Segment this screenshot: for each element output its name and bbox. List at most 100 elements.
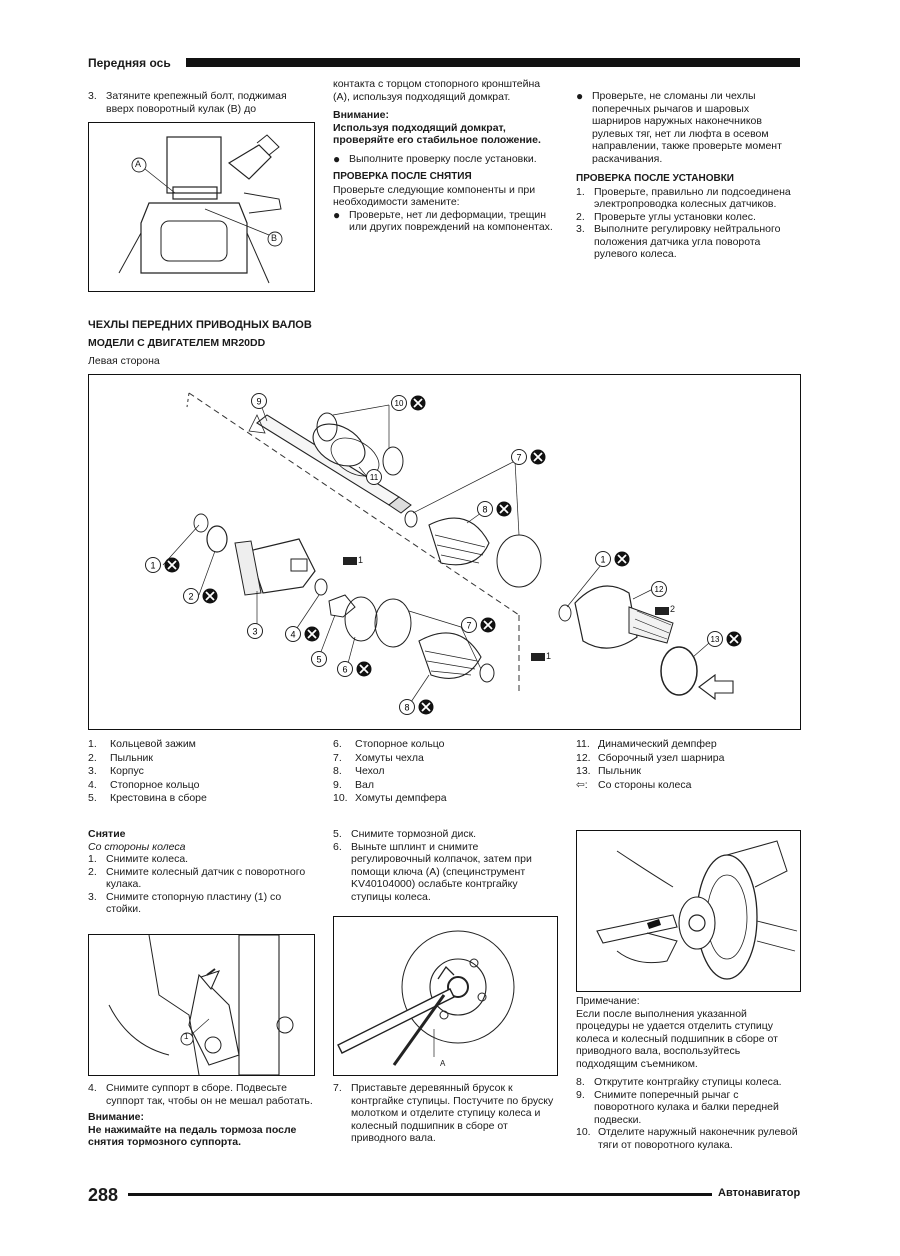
svg-text:1: 1 [150,561,155,571]
step-item: 2.Снимите колесный датчик с поворотного … [88,865,306,891]
bullet-item: ●Проверьте, нет ли деформации, трещин ил… [333,207,553,234]
svg-text:8: 8 [482,505,487,515]
legend-item: 4.Стопорное кольцо [88,778,200,791]
legend-item: 11.Динамический демпфер [576,738,717,750]
bullet-icon: ● [333,207,341,222]
section-header-title: Передняя ось [88,56,171,70]
callout-b: B [271,233,278,243]
svg-text:2: 2 [188,592,193,602]
knuckle-jack-illustration [118,134,283,284]
figure-hub-nut-wrench: A [333,916,558,1076]
step-item: 1.Проверьте, правильно ли подсоединена э… [576,185,791,211]
step-item: 10.Отделите наружный наконечник рулевой … [576,1126,798,1151]
grease-mark-1-label: 1 [358,555,364,565]
callout-4: 4 [284,625,324,648]
legend-col-1: 1.Кольцевой зажим 2.Пыльник 3.Корпус 4.С… [88,738,308,806]
callout-7-top: 7 [510,448,550,471]
top-step-3: 3. Затяните крепежный болт, поджимая вве… [88,90,316,115]
step-item: 6.Выньте шплинт и снимите регулировочный… [333,840,532,903]
legend-item: 10.Хомуты демпфера [333,792,447,804]
removal-step-4-block: 4.Снимите суппорт в сборе. Подвесьте суп… [88,1082,314,1149]
bullet-item: ●Проверьте, не сломаны ли чехлы поперечн… [576,89,782,165]
legend-item: 5.Крестовина в сборе [88,792,207,804]
legend-item: 3.Корпус [88,765,144,777]
removal-title: Снятие [88,828,126,840]
svg-text:12: 12 [655,585,664,594]
step-item: 3.Снимите стопорную пластину (1) со стой… [88,890,282,916]
legend-item: ⇦:Со стороны колеса [576,778,692,791]
figure-lock-plate: 1 [88,934,315,1076]
section-text: Проверьте следующие компоненты и при нео… [333,183,536,209]
section-check-after-install: ПРОВЕРКА ПОСЛЕ УСТАНОВКИ [576,173,734,184]
removal-col-1: Снятие Со стороны колеса 1.Снимите колес… [88,828,314,916]
section-subtitle: МОДЕЛИ С ДВИГАТЕЛЕМ MR20DD [88,337,266,349]
legend-col-2: 6.Стопорное кольцо 7.Хомуты чехла 8.Чехо… [333,738,557,806]
legend-item: 8.Чехол [333,765,385,777]
publisher-brand: Автонавигатор [718,1187,801,1199]
hub-nut-wrench-illustration [337,930,515,1066]
svg-text:6: 6 [342,665,347,675]
callout-7-bottom: 7 [460,616,500,639]
callout-11: 11 [365,468,383,491]
step-item: 7.Приставьте деревянный брусок к контрга… [333,1082,554,1144]
step-item: 3.Выполните регулировку нейтрального пол… [576,223,781,260]
exploded-diagram [88,374,801,730]
callout-5: 5 [310,650,328,673]
callout-2: 2 [182,587,222,610]
lock-plate-illustration [108,934,294,1076]
callout-1-right: 1 [594,550,634,573]
callout-9: 9 [250,392,268,415]
svg-text:9: 9 [256,397,261,407]
svg-text:8: 8 [404,703,409,713]
step-number: 3. [88,90,97,102]
callout-a-wrench: A [440,1059,446,1068]
legend-item: 7.Хомуты чехла [333,751,424,764]
legend-item: 13.Пыльник [576,765,641,777]
header-rule [186,58,800,67]
legend-col-3: 11.Динамический демпфер 12.Сборочный узе… [576,738,800,792]
warning-title: Внимание: [333,109,389,121]
step-item: 4.Снимите суппорт в сборе. Подвесьте суп… [88,1082,313,1107]
side-label: Левая сторона [88,355,160,367]
svg-text:7: 7 [466,621,471,631]
callout-8-bottom: 8 [398,698,438,721]
svg-text:10: 10 [395,399,404,408]
callout-10: 10 [390,394,430,417]
right-col-text: Примечание: Если после выполнения указан… [576,995,800,1151]
grease-mark-1b-label: 1 [546,651,552,661]
callout-1-left: 1 [144,556,184,579]
page-number: 288 [88,1185,119,1205]
legend-item: 9.Вал [333,778,374,791]
svg-text:5: 5 [316,655,321,665]
section-check-after-removal: ПРОВЕРКА ПОСЛЕ СНЯТИЯ [333,171,472,182]
section-title: ЧЕХЛЫ ПЕРЕДНИХ ПРИВОДНЫХ ВАЛОВ [88,319,312,331]
footer-rule [128,1193,712,1196]
callout-13: 13 [706,630,746,653]
top-col2: контакта с торцом стопорного кронштейна … [333,78,557,234]
warning-text: Не нажимайте на педаль тормоза после сня… [88,1123,297,1149]
legend-item: 1.Кольцевой зажим [88,738,196,750]
figure-knuckle-jack: A B [88,122,315,292]
figure-hub-separation [576,830,801,992]
svg-text:7: 7 [516,453,521,463]
driveshaft-exploded-illustration [162,392,734,706]
warning-text: Используя подходящий домкрат, проверяйте… [333,121,541,147]
step-item: 2.Проверьте углы установки колес. [576,210,756,223]
removal-subtitle: Со стороны колеса [88,840,186,853]
bullet-icon: ● [333,151,341,166]
svg-text:13: 13 [711,635,720,644]
warning-title: Внимание: [88,1111,144,1123]
grease-mark-2-label: 2 [670,604,676,614]
svg-text:11: 11 [370,473,379,482]
svg-text:3: 3 [252,627,257,637]
callout-3: 3 [246,622,264,645]
step-item: 8.Открутите контргайку ступицы колеса. [576,1076,782,1088]
note-title: Примечание: [576,995,640,1007]
mid-col-step-7: 7.Приставьте деревянный брусок к контрга… [333,1082,557,1145]
step-item: 9.Снимите поперечный рычаг с поворотного… [576,1088,779,1126]
note-text: Если после выполнения указанной процедур… [576,1007,778,1070]
callout-12: 12 [650,580,668,603]
hub-separation-illustration [596,840,798,980]
legend-item: 12.Сборочный узел шарнира [576,751,725,764]
svg-text:1: 1 [600,555,605,565]
